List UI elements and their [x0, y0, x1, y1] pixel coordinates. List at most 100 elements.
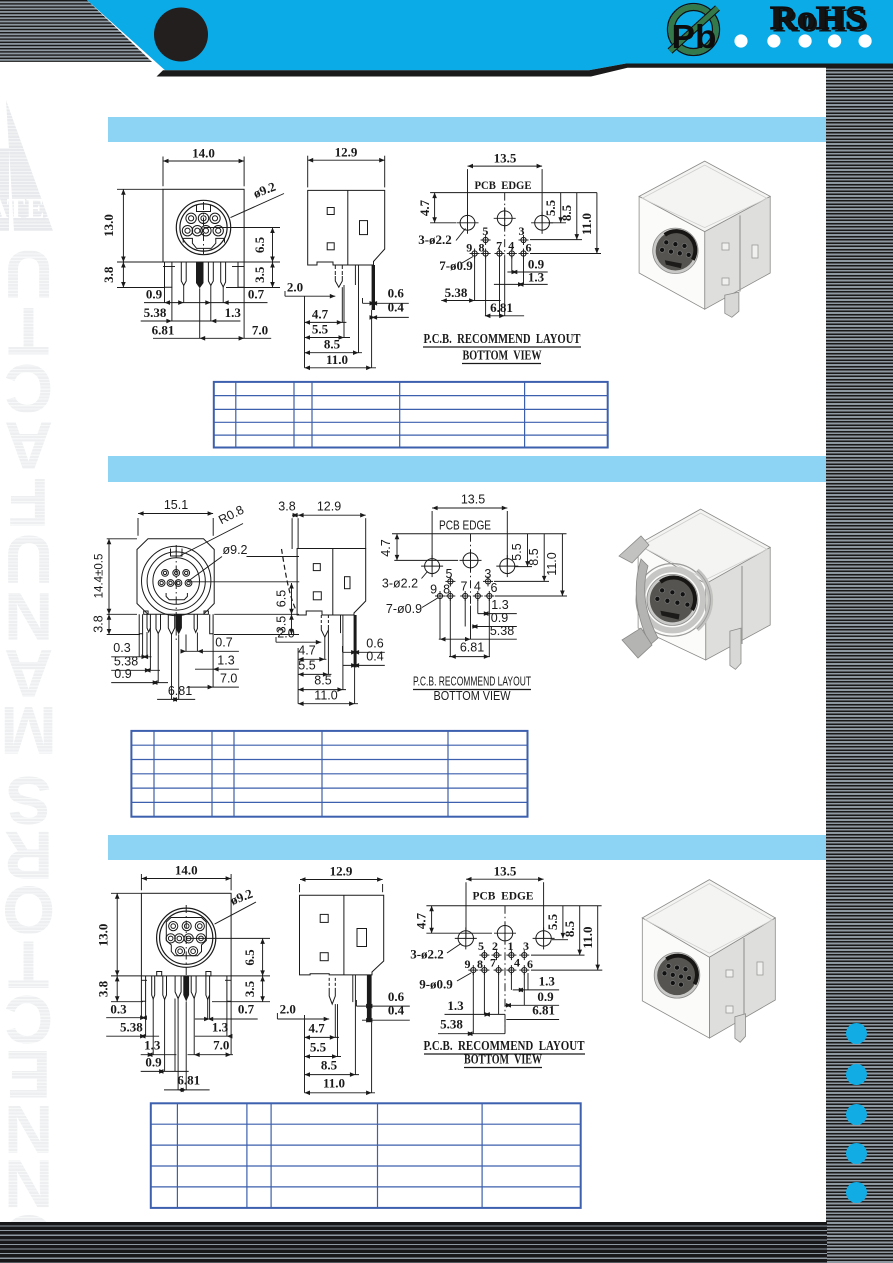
- svg-text:3-ø2.2: 3-ø2.2: [418, 232, 452, 247]
- svg-text:2: 2: [492, 939, 498, 953]
- svg-text:6.81: 6.81: [490, 300, 513, 315]
- svg-text:1.3: 1.3: [528, 270, 545, 285]
- svg-text:7.0: 7.0: [252, 323, 268, 338]
- svg-text:7-ø0.9: 7-ø0.9: [386, 602, 422, 616]
- svg-text:5.5: 5.5: [543, 199, 558, 216]
- svg-text:3.8: 3.8: [278, 500, 295, 514]
- svg-text:0.4: 0.4: [366, 650, 383, 664]
- svg-text:1.3: 1.3: [217, 654, 234, 668]
- svg-text:5.38: 5.38: [114, 655, 138, 669]
- svg-text:11.0: 11.0: [326, 352, 348, 367]
- svg-text:0.6: 0.6: [388, 989, 405, 1004]
- svg-text:11.0: 11.0: [545, 552, 559, 575]
- svg-text:8.5: 8.5: [562, 920, 577, 937]
- svg-text:11.0: 11.0: [580, 926, 595, 948]
- svg-text:14.4±0.5: 14.4±0.5: [94, 554, 106, 599]
- svg-text:5.38: 5.38: [120, 1020, 143, 1035]
- svg-text:3: 3: [523, 939, 529, 953]
- svg-text:BOTTOM VIEW: BOTTOM VIEW: [463, 348, 542, 363]
- svg-text:7: 7: [490, 956, 496, 970]
- svg-text:0.6: 0.6: [366, 637, 383, 651]
- svg-text:9: 9: [466, 241, 472, 255]
- svg-text:5.5: 5.5: [312, 322, 329, 337]
- svg-text:12.9: 12.9: [330, 864, 353, 879]
- svg-text:7-ø0.9: 7-ø0.9: [439, 258, 473, 273]
- svg-text:3-ø2.2: 3-ø2.2: [410, 947, 444, 962]
- svg-text:0.6: 0.6: [388, 285, 405, 300]
- svg-text:6.81: 6.81: [460, 641, 484, 655]
- svg-text:0.9: 0.9: [114, 667, 131, 681]
- svg-text:1.3: 1.3: [225, 305, 242, 320]
- svg-text:3.8: 3.8: [96, 980, 111, 997]
- svg-text:6.81: 6.81: [532, 1003, 555, 1018]
- svg-text:4.7: 4.7: [379, 539, 393, 556]
- svg-text:0.9: 0.9: [145, 1055, 162, 1070]
- svg-text:1.3: 1.3: [447, 998, 464, 1013]
- svg-text:5.5: 5.5: [298, 659, 315, 673]
- svg-text:PCB EDGE: PCB EDGE: [475, 178, 532, 192]
- svg-text:4: 4: [514, 956, 520, 970]
- svg-text:8: 8: [477, 957, 483, 971]
- svg-text:P.C.B. RECOMMEND LAYOUT: P.C.B. RECOMMEND LAYOUT: [424, 1038, 585, 1053]
- svg-text:1: 1: [508, 939, 514, 953]
- svg-text:6.81: 6.81: [177, 1073, 200, 1088]
- svg-text:5: 5: [478, 939, 484, 953]
- svg-text:12.9: 12.9: [335, 145, 358, 160]
- svg-text:5.38: 5.38: [445, 285, 468, 300]
- svg-text:15.1: 15.1: [164, 498, 188, 512]
- svg-text:5.38: 5.38: [490, 624, 514, 638]
- svg-text:8.5: 8.5: [321, 1058, 338, 1073]
- svg-text:ø9.2: ø9.2: [222, 543, 247, 557]
- svg-text:8.5: 8.5: [324, 337, 341, 352]
- svg-text:0.4: 0.4: [388, 1003, 405, 1018]
- svg-text:5.5: 5.5: [310, 1040, 327, 1055]
- svg-text:0.9: 0.9: [146, 287, 163, 302]
- svg-text:13.0: 13.0: [101, 214, 116, 237]
- svg-text:4: 4: [474, 580, 481, 594]
- svg-text:13.5: 13.5: [461, 493, 485, 507]
- svg-text:14.0: 14.0: [175, 863, 198, 878]
- svg-text:1.3: 1.3: [212, 1020, 229, 1035]
- svg-text:2.0: 2.0: [280, 1002, 296, 1017]
- svg-text:9: 9: [465, 957, 471, 971]
- svg-text:1.3: 1.3: [144, 1038, 161, 1053]
- svg-text:3.8: 3.8: [92, 615, 106, 632]
- svg-text:Pb: Pb: [672, 18, 717, 55]
- svg-text:5.38: 5.38: [440, 1017, 463, 1032]
- svg-text:11.0: 11.0: [323, 1076, 345, 1091]
- svg-text:4.7: 4.7: [308, 1021, 325, 1036]
- svg-text:7.0: 7.0: [220, 672, 237, 686]
- svg-text:2.0: 2.0: [287, 280, 303, 295]
- svg-text:1.3: 1.3: [491, 598, 508, 612]
- svg-text:5: 5: [482, 224, 488, 238]
- svg-text:6.81: 6.81: [152, 323, 175, 338]
- svg-text:5: 5: [446, 567, 453, 581]
- svg-text:6.5: 6.5: [252, 236, 267, 253]
- svg-text:8: 8: [443, 583, 450, 597]
- svg-text:0.4: 0.4: [388, 299, 405, 314]
- svg-text:5.38: 5.38: [144, 305, 167, 320]
- svg-text:12.9: 12.9: [317, 500, 341, 514]
- svg-text:4.7: 4.7: [312, 306, 329, 321]
- svg-text:5.5: 5.5: [545, 913, 560, 930]
- svg-text:0.7: 0.7: [248, 287, 265, 302]
- svg-text:8.5: 8.5: [559, 204, 574, 221]
- svg-text:PCB EDGE: PCB EDGE: [473, 889, 534, 903]
- svg-text:3.5: 3.5: [252, 266, 267, 283]
- svg-text:PCB EDGE: PCB EDGE: [439, 519, 491, 533]
- svg-text:0.9: 0.9: [491, 611, 508, 625]
- svg-text:9-ø0.9: 9-ø0.9: [419, 977, 453, 992]
- svg-text:0.3: 0.3: [113, 641, 130, 655]
- svg-text:0.9: 0.9: [537, 989, 554, 1004]
- svg-text:RoHS: RoHS: [770, 0, 866, 37]
- svg-text:9: 9: [430, 583, 437, 597]
- svg-text:BOTTOM VIEW: BOTTOM VIEW: [464, 1052, 542, 1067]
- svg-text:8.5: 8.5: [527, 548, 541, 565]
- svg-text:RoHS: RoHS: [773, 3, 869, 40]
- svg-text:5.5: 5.5: [510, 543, 524, 560]
- svg-text:1.3: 1.3: [539, 974, 556, 989]
- svg-text:4.7: 4.7: [417, 199, 432, 216]
- svg-text:4: 4: [508, 239, 514, 253]
- svg-text:11.0: 11.0: [314, 689, 337, 703]
- svg-text:R0.8: R0.8: [216, 503, 246, 527]
